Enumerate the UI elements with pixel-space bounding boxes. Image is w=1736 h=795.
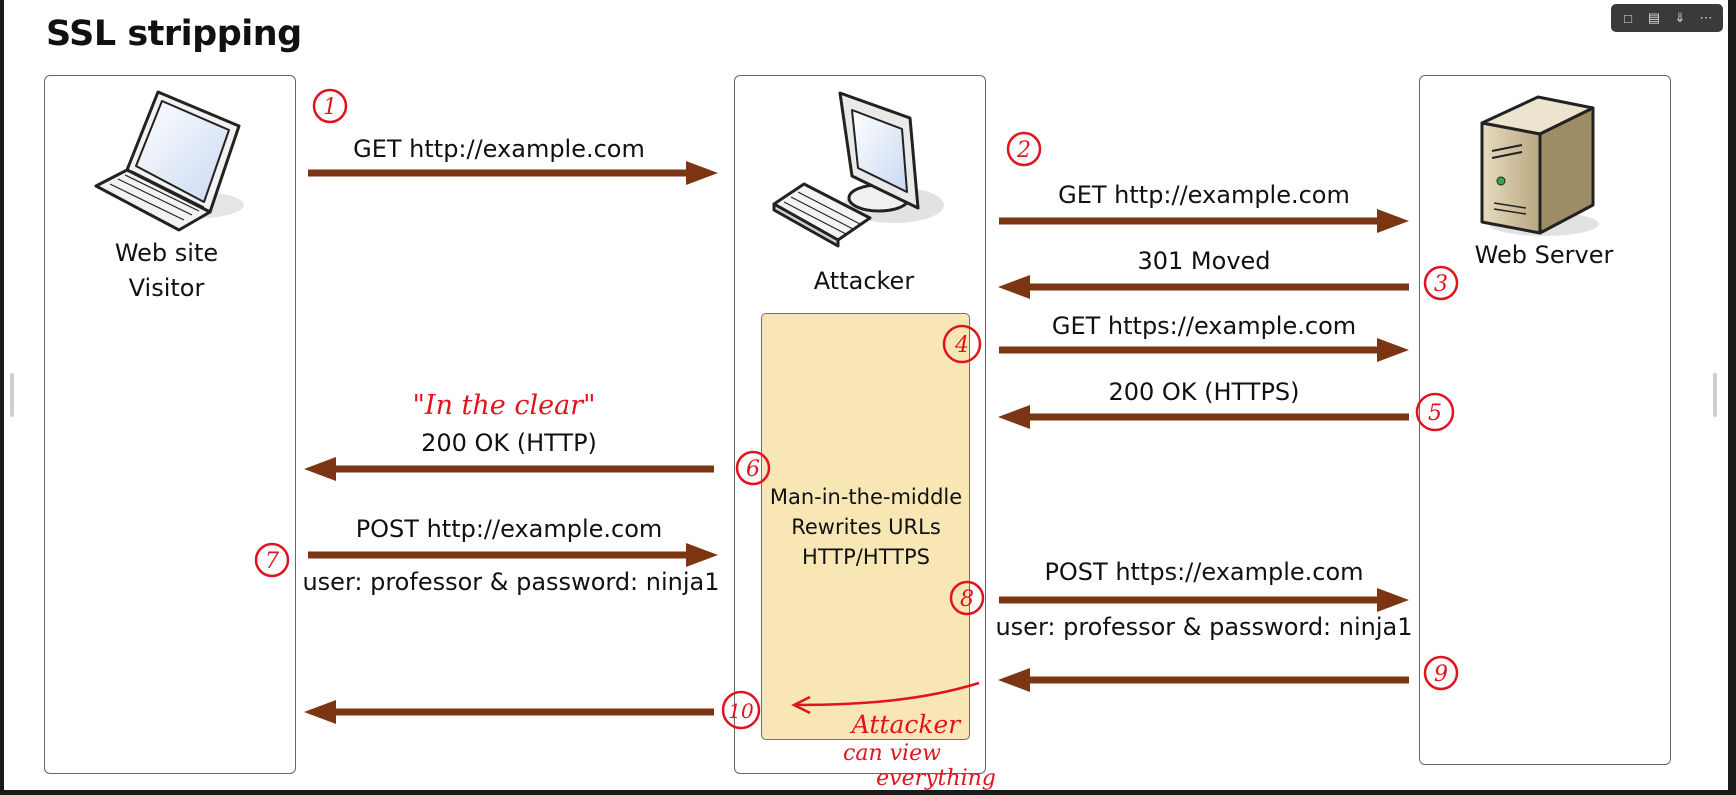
step-4-marker: 4	[942, 324, 982, 364]
slide-title: SSL stripping	[46, 14, 302, 54]
svg-text:9: 9	[1434, 662, 1448, 687]
desktop-computer-icon	[772, 91, 944, 248]
msg-7-credentials: user: professor & password: ninja1	[302, 568, 720, 596]
attacker-note-line-2: can view	[843, 741, 941, 766]
step-7-marker: 7	[254, 542, 290, 578]
msg-8-credentials: user: professor & password: ninja1	[995, 613, 1413, 641]
svg-text:8: 8	[960, 587, 974, 612]
svg-text:7: 7	[265, 549, 279, 574]
svg-text:3: 3	[1434, 272, 1448, 297]
step-2-marker: 2	[1006, 131, 1042, 167]
slide-canvas: SSL stripping Man-in-the-middle Rewrites…	[4, 0, 1728, 790]
download-icon[interactable]: ⇓	[1674, 10, 1686, 25]
visitor-label: Web site Visitor	[84, 236, 249, 306]
svg-text:10: 10	[728, 699, 754, 723]
viewer-toolbar: □ ▤ ⇓ ⋯	[1611, 4, 1723, 32]
presenter-icon[interactable]: ▤	[1647, 10, 1661, 25]
arrow-4	[999, 338, 1409, 362]
attacker-note-line-3: everything	[876, 766, 996, 790]
arrow-10	[304, 700, 714, 724]
right-resize-handle[interactable]	[1713, 373, 1717, 417]
step-1-marker: 1	[312, 88, 348, 124]
arrow-7	[308, 543, 718, 567]
step-10-marker: 10	[721, 690, 761, 730]
svg-text:6: 6	[746, 457, 760, 482]
more-icon[interactable]: ⋯	[1699, 10, 1713, 25]
svg-text:2: 2	[1016, 138, 1031, 163]
msg-5-label: 200 OK (HTTPS)	[1108, 378, 1300, 406]
arrow-5	[998, 405, 1409, 429]
attacker-note-line-1: Attacker	[850, 710, 963, 739]
step-5-marker: 5	[1415, 392, 1455, 432]
svg-text:1: 1	[323, 95, 337, 120]
left-resize-handle[interactable]	[10, 373, 14, 417]
arrow-1	[308, 161, 718, 185]
attacker-label: Attacker	[813, 267, 915, 295]
diagram-graphics: 1 2 3 4 5 6 7	[94, 88, 1599, 790]
arrow-9	[998, 668, 1409, 692]
msg-7-label: POST http://example.com	[355, 515, 663, 543]
msg-4-label: GET https://example.com	[1051, 312, 1357, 340]
arrow-3	[998, 275, 1409, 299]
arrow-2	[999, 209, 1409, 233]
visitor-label-line-1: Web site	[114, 239, 219, 267]
mitm-line-2: Rewrites URLs	[791, 515, 941, 539]
mitm-description: Man-in-the-middle Rewrites URLs HTTP/HTT…	[761, 482, 971, 572]
mitm-line-3: HTTP/HTTPS	[802, 545, 930, 569]
arrow-8	[999, 588, 1409, 612]
laptop-icon	[94, 90, 244, 232]
msg-2-label: GET http://example.com	[1058, 181, 1350, 209]
svg-text:5: 5	[1428, 401, 1442, 426]
step-3-marker: 3	[1423, 265, 1459, 301]
msg-6-label: 200 OK (HTTP)	[421, 429, 597, 457]
step-8-marker: 8	[949, 580, 985, 616]
svg-text:4: 4	[954, 333, 969, 358]
visitor-label-line-2: Visitor	[128, 274, 205, 302]
msg-3-label: 301 Moved	[1137, 247, 1271, 275]
attacker-note-arrow	[791, 681, 980, 715]
step-6-marker: 6	[735, 450, 771, 486]
server-label: Web Server	[1474, 241, 1614, 269]
step-9-marker: 9	[1423, 655, 1459, 691]
msg-1-label: GET http://example.com	[353, 135, 645, 163]
comment-icon[interactable]: □	[1624, 10, 1632, 26]
server-icon	[1480, 95, 1599, 236]
arrow-6	[304, 457, 714, 481]
mitm-line-1: Man-in-the-middle	[769, 485, 963, 509]
msg-8-label: POST https://example.com	[1044, 558, 1364, 586]
mitm-box	[761, 313, 970, 740]
in-the-clear-note: "In the clear"	[412, 390, 595, 421]
